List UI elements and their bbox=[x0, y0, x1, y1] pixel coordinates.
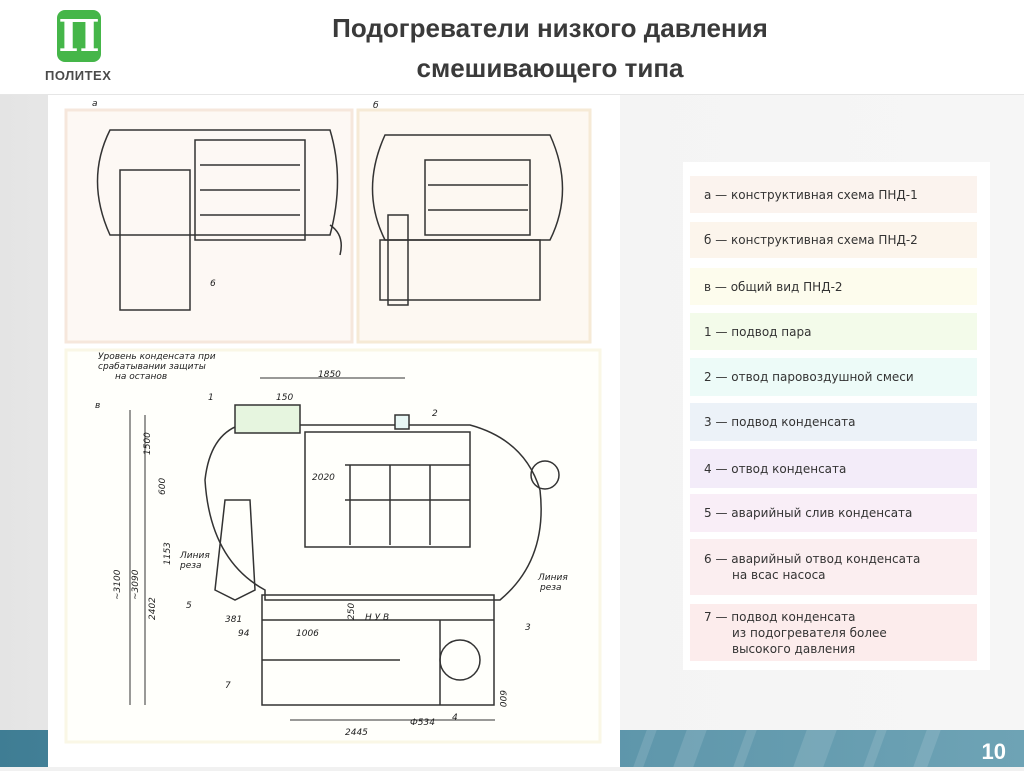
slide-title: Подогреватели низкого давления смешивающ… bbox=[200, 8, 900, 88]
dim: 1500 bbox=[143, 432, 153, 455]
cut-line-label: Линия bbox=[537, 573, 568, 583]
diagram-panel: а б в Уровень конденсата при срабатывани… bbox=[48, 95, 620, 767]
dim: Н У В bbox=[365, 613, 389, 623]
dim: 600 bbox=[497, 690, 507, 707]
part-b-tank bbox=[379, 239, 541, 301]
legend-item: в — общий вид ПНД-2 bbox=[690, 268, 977, 305]
callout-7: 7 bbox=[225, 681, 231, 691]
part-a-vessel bbox=[96, 129, 339, 236]
part-a-trays bbox=[194, 139, 306, 241]
dim: ~3100 bbox=[113, 569, 123, 600]
legend-text: 1 — подвод пара bbox=[704, 324, 812, 339]
dim: 2402 bbox=[148, 597, 158, 620]
title-line-1: Подогреватели низкого давления bbox=[332, 13, 768, 43]
logo-text: ПОЛИТЕХ bbox=[45, 68, 112, 83]
dim: Ф534 bbox=[410, 718, 435, 728]
legend-text: 3 — подвод конденсата bbox=[704, 415, 856, 429]
legend-item: 1 — подвод пара bbox=[690, 313, 977, 350]
legend-text: 6 — аварийный отвод конденсата bbox=[704, 552, 921, 566]
legend-item: 3 — подвод конденсата bbox=[690, 403, 977, 441]
vent-2 bbox=[394, 414, 410, 430]
dim: 250 bbox=[347, 603, 357, 620]
callout-4: 4 bbox=[452, 713, 458, 723]
dim: 94 bbox=[238, 629, 250, 639]
part-a-frame bbox=[64, 108, 354, 344]
legend-text: 7 — подвод конденсата bbox=[704, 609, 856, 624]
dim: 600 bbox=[158, 478, 168, 495]
logo-glyph: П bbox=[58, 10, 100, 62]
dim: 2445 bbox=[345, 728, 368, 738]
title-line-2: смешивающего типа bbox=[416, 53, 684, 83]
callout-2: 2 bbox=[432, 409, 438, 419]
legend-item: 6 — аварийный отвод конденсата на всас на… bbox=[690, 539, 977, 595]
dim: 150 bbox=[276, 393, 293, 403]
part-c-frame bbox=[64, 348, 602, 744]
legend-text: а — конструктивная схема ПНД-1 bbox=[704, 187, 918, 202]
part-label-c: в bbox=[95, 401, 100, 411]
legend-item: 2 — отвод паровоздушной смеси bbox=[690, 358, 977, 396]
legend-item: 4 — отвод конденсата bbox=[690, 449, 977, 488]
heater-drawing: а б в Уровень конденсата при срабатывани… bbox=[64, 99, 602, 744]
callout-5: 5 bbox=[186, 601, 192, 611]
dim: 1850 bbox=[318, 370, 341, 380]
part-b-frame bbox=[356, 108, 592, 344]
side-flange bbox=[530, 460, 560, 490]
part-c-tank bbox=[261, 594, 495, 706]
legend-text: в — общий вид ПНД-2 bbox=[704, 279, 843, 294]
note-line-3: на останов bbox=[115, 372, 167, 382]
callout-6: 6 bbox=[210, 279, 216, 289]
cut-line-label: реза bbox=[179, 561, 202, 571]
legend-item: 5 — аварийный слив конденсата bbox=[690, 494, 977, 532]
legend-text: 2 — отвод паровоздушной смеси bbox=[704, 370, 914, 384]
note-line-2: срабатывании защиты bbox=[98, 362, 206, 372]
manhole bbox=[439, 639, 481, 681]
legend-text: 5 — аварийный слив конденсата bbox=[704, 506, 913, 520]
steam-inlet-1 bbox=[234, 404, 301, 434]
dim: 2020 bbox=[312, 473, 335, 483]
legend-text: 4 — отвод конденсата bbox=[704, 461, 847, 476]
header-band bbox=[0, 0, 1024, 95]
dim: 1006 bbox=[296, 629, 319, 639]
callout-1: 1 bbox=[208, 393, 214, 403]
part-label-a: а bbox=[92, 99, 98, 109]
note-line-1: Уровень конденсата при bbox=[98, 352, 216, 362]
legend-box: а — конструктивная схема ПНД-1 б — конст… bbox=[683, 162, 990, 670]
page-number: 10 bbox=[981, 739, 1006, 764]
cut-line-label: Линия bbox=[179, 551, 210, 561]
legend-text: б — конструктивная схема ПНД-2 bbox=[704, 233, 918, 247]
cut-line-label: реза bbox=[539, 583, 562, 593]
legend-text: на всас насоса bbox=[732, 568, 826, 582]
part-c-vessel bbox=[204, 424, 542, 601]
dim: 1153 bbox=[163, 542, 173, 565]
part-c-trays bbox=[304, 431, 471, 548]
part-label-b: б bbox=[373, 101, 379, 111]
legend-item: а — конструктивная схема ПНД-1 bbox=[690, 176, 977, 213]
part-b-vessel bbox=[371, 134, 564, 241]
callout-3: 3 bbox=[525, 623, 531, 633]
politeh-logo: П bbox=[57, 10, 101, 62]
overflow-pipe bbox=[214, 499, 256, 601]
legend-item: б — конструктивная схема ПНД-2 bbox=[690, 222, 977, 258]
legend-text: из подогревателя более bbox=[732, 625, 887, 640]
dim: ~3090 bbox=[131, 569, 141, 600]
dim: 381 bbox=[225, 615, 242, 625]
part-a-inlet-chamber bbox=[119, 169, 191, 311]
legend-text: высокого давления bbox=[732, 641, 856, 656]
